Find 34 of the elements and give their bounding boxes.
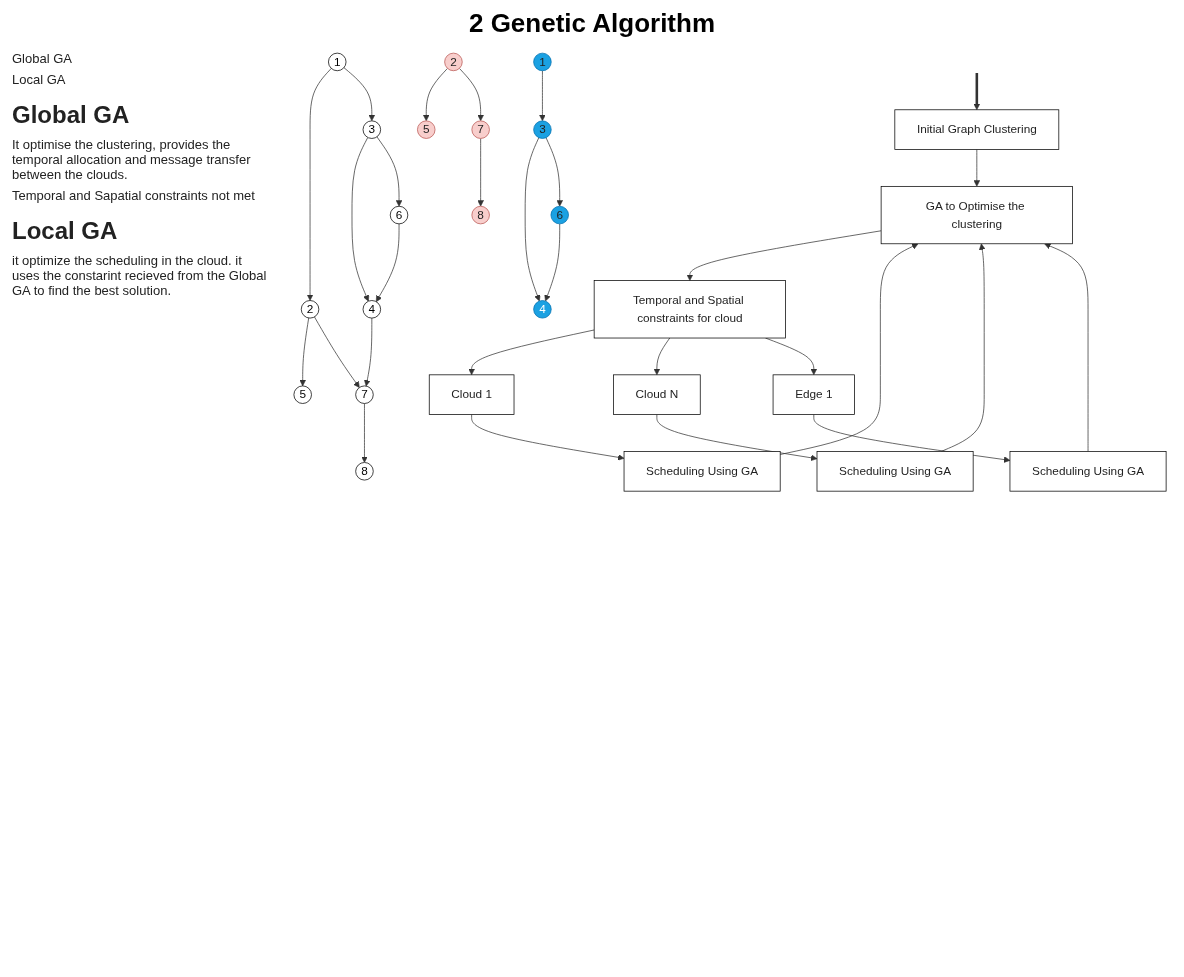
- note-text: It optimise the clustering, provides the temporal allocation and message transfer between the clouds.: [12, 137, 252, 182]
- node-circle: 4: [533, 300, 552, 319]
- node-circle: 8: [355, 462, 374, 481]
- node-circle: 2: [300, 300, 320, 319]
- node-box: Scheduling Using GA: [1009, 451, 1167, 492]
- node-box: Initial Graph Clustering: [894, 109, 1060, 150]
- node-box: GA to Optimise the clustering: [880, 186, 1073, 245]
- node-box: Temporal and Spatial constraints for cloud: [593, 280, 786, 339]
- node-box: Cloud N: [613, 374, 701, 415]
- note-text: Global GA: [12, 51, 73, 66]
- node-circle: 6: [550, 205, 569, 225]
- diagram-title: 2 Genetic Algorithm: [467, 8, 717, 39]
- section-heading: Local GA: [12, 217, 119, 245]
- node-circle: 5: [417, 120, 436, 139]
- node-circle: 3: [362, 120, 381, 139]
- node-box: Scheduling Using GA: [623, 451, 781, 492]
- node-circle: 4: [362, 300, 381, 319]
- node-box: Edge 1: [772, 374, 855, 415]
- note-text: Local GA: [12, 72, 67, 87]
- note-text: Temporal and Sapatial constraints not met: [12, 188, 256, 203]
- node-circle: 3: [533, 120, 552, 139]
- node-box: Cloud 1: [428, 374, 515, 415]
- arrow: [973, 73, 981, 111]
- node-box: Scheduling Using GA: [816, 451, 974, 492]
- node-circle: 7: [471, 120, 490, 139]
- node-circle: 6: [389, 205, 409, 225]
- node-circle: 5: [293, 385, 312, 404]
- node-circle: 1: [533, 52, 552, 72]
- node-circle: 2: [444, 52, 463, 72]
- section-heading: Global GA: [12, 101, 131, 129]
- node-circle: 1: [328, 52, 347, 72]
- node-circle: 8: [471, 205, 490, 225]
- node-circle: 7: [355, 385, 374, 404]
- note-text: it optimize the scheduling in the cloud. it uses the constarint recieved from the Global GA to find the best solution.: [12, 253, 268, 298]
